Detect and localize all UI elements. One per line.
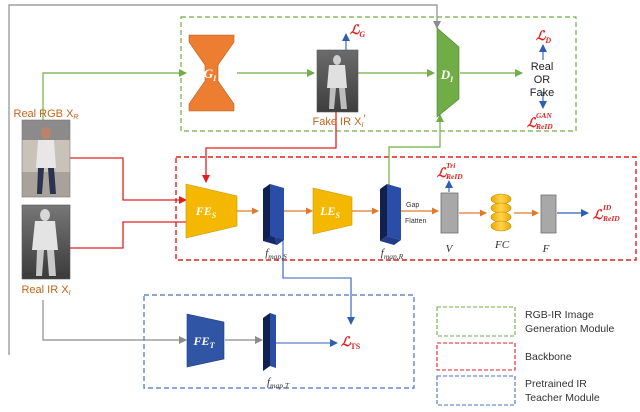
connector-fake-to-fes bbox=[202, 112, 337, 183]
legend-teacher-line2: Teacher Module bbox=[525, 392, 600, 404]
legend-backbone: Backbone bbox=[525, 351, 572, 363]
svg-text:ReID: ReID bbox=[445, 172, 463, 181]
legend-swatch-backbone bbox=[436, 342, 516, 371]
discriminator-block bbox=[436, 27, 460, 118]
legend-swatch-generation bbox=[436, 306, 516, 337]
loss-d: ℒD bbox=[536, 28, 551, 45]
loss-tri: ℒ Tri ReID bbox=[437, 161, 463, 181]
connector-ir-to-teacher bbox=[42, 300, 187, 344]
fe-student-label: FES bbox=[195, 204, 217, 220]
fc-label: FC bbox=[494, 239, 510, 251]
discriminator-output-or: OR bbox=[534, 74, 551, 86]
generation-module-box bbox=[180, 16, 577, 132]
rgb-input-image bbox=[21, 119, 71, 198]
gap-label: Gap bbox=[406, 202, 419, 209]
svg-text:ReID: ReID bbox=[602, 214, 620, 223]
ir-input-image bbox=[21, 204, 71, 280]
legend-swatch-teacher bbox=[436, 375, 516, 406]
fmap-s-block bbox=[263, 184, 284, 245]
fake-ir-image bbox=[316, 49, 359, 113]
svg-text:Tri: Tri bbox=[446, 161, 456, 170]
svg-text:ℒ: ℒ bbox=[593, 207, 603, 222]
backbone-module-box bbox=[175, 156, 637, 261]
svg-text:GAN: GAN bbox=[536, 111, 552, 120]
ir-input-label: Real IR XI bbox=[21, 284, 70, 297]
loss-ts: ℒTS bbox=[341, 334, 361, 351]
fc-layer bbox=[490, 193, 512, 232]
connector-fmapr-to-discriminator bbox=[388, 114, 444, 193]
svg-text:ℒ: ℒ bbox=[527, 115, 537, 130]
flatten-label: Flatten bbox=[405, 218, 427, 225]
svg-text:ID: ID bbox=[602, 203, 612, 212]
fe-student-block bbox=[185, 183, 238, 239]
fmap-r-block bbox=[380, 184, 401, 245]
svg-text:ℒ: ℒ bbox=[437, 165, 447, 180]
vector-f-label: F bbox=[542, 243, 550, 255]
connector-ir-to-fes bbox=[70, 221, 186, 249]
fe-teacher-label: FET bbox=[193, 334, 216, 350]
vector-f bbox=[540, 194, 557, 234]
le-student-label: LES bbox=[319, 204, 340, 220]
le-student-block bbox=[312, 187, 353, 235]
vector-v-label: V bbox=[446, 243, 454, 255]
connector-top-loop bbox=[8, 4, 441, 355]
generator-label: GI bbox=[204, 66, 217, 83]
fmap-s-label: fmap,S bbox=[265, 247, 287, 261]
legend-teacher-line1: Pretrained IR bbox=[525, 378, 587, 390]
loss-gan: ℒ GAN ReID bbox=[527, 111, 553, 131]
fmap-t-label: fmap,T bbox=[267, 376, 290, 390]
connector-fmaps-to-lossts bbox=[282, 240, 355, 325]
loss-g: ℒG bbox=[350, 22, 365, 39]
teacher-module-box bbox=[143, 294, 415, 389]
fake-ir-label: Fake IR XI′ bbox=[313, 113, 366, 129]
generator-block bbox=[188, 34, 235, 112]
svg-text:ReID: ReID bbox=[535, 122, 553, 131]
loss-id: ℒ ID ReID bbox=[593, 203, 620, 223]
fmap-r-label: fmap,R bbox=[381, 247, 404, 261]
fmap-t-block bbox=[263, 313, 276, 371]
connector-rgb-to-generator bbox=[42, 69, 187, 120]
discriminator-output-real: Real bbox=[531, 61, 554, 73]
legend-generation-line1: RGB-IR Image bbox=[525, 309, 594, 321]
legend-generation-line2: Generation Module bbox=[525, 323, 614, 335]
connector-rgb-to-fes bbox=[70, 157, 187, 204]
fe-teacher-block bbox=[186, 313, 225, 368]
discriminator-label: DI bbox=[440, 67, 454, 84]
rgb-input-label: Real RGB XR bbox=[14, 108, 79, 121]
discriminator-output-fake: Fake bbox=[530, 87, 554, 99]
vector-v bbox=[440, 192, 459, 234]
